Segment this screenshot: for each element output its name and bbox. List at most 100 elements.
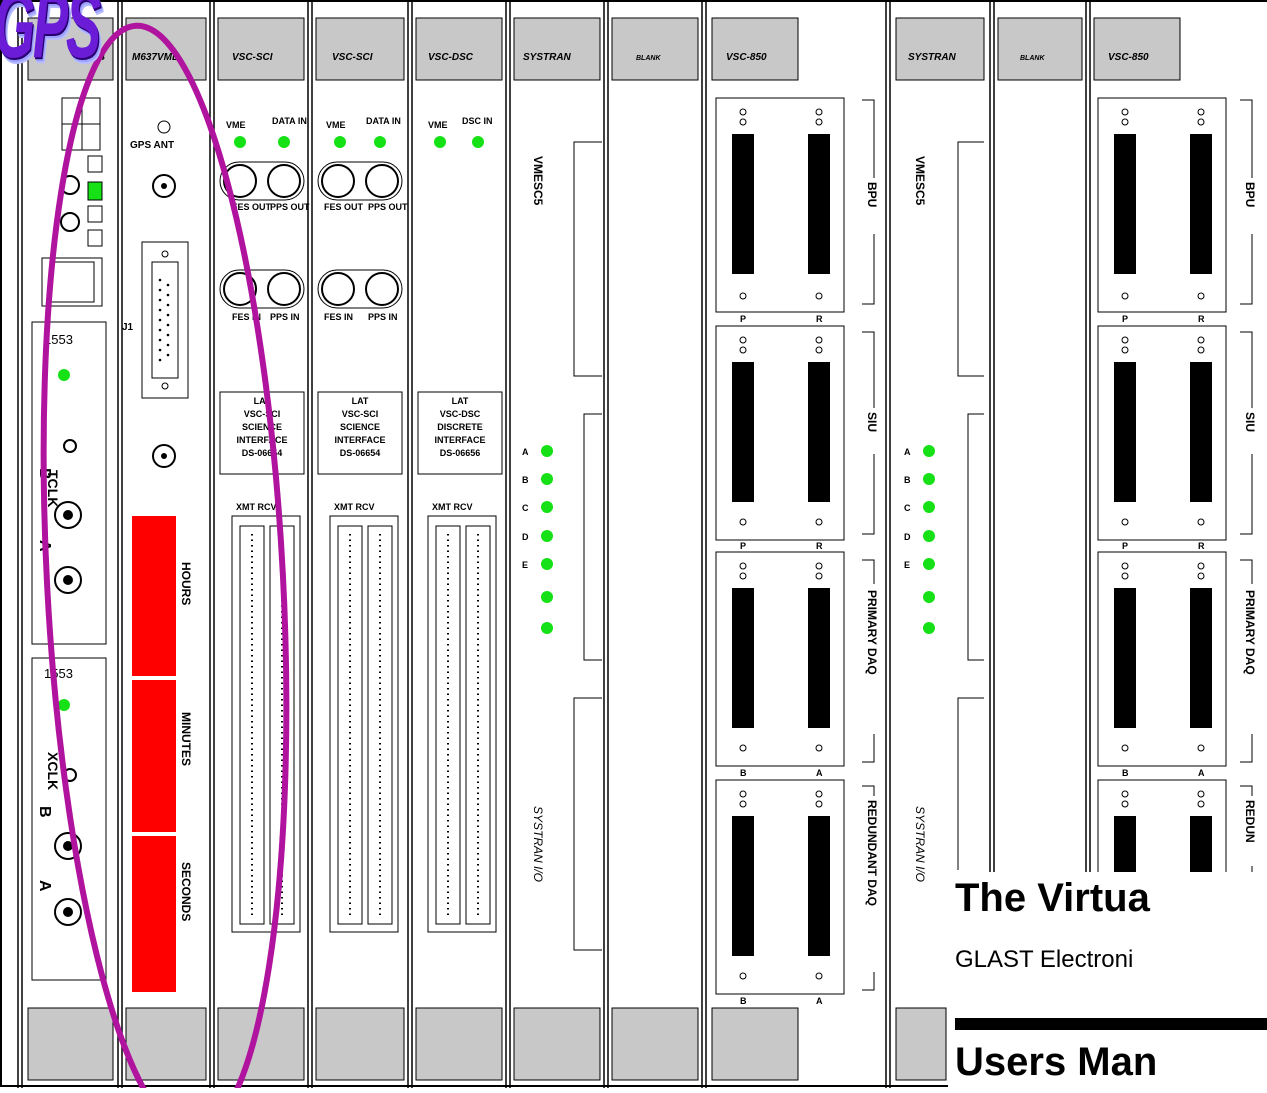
display-minutes bbox=[132, 680, 176, 832]
label-a-2: A bbox=[36, 880, 53, 892]
slot-header-4: VSC-SCI bbox=[332, 52, 373, 63]
label-hours: HOURS bbox=[179, 562, 193, 605]
systran1-vmesc5: VMESC5 bbox=[531, 156, 545, 206]
v2-siu-label: SIU bbox=[1243, 412, 1257, 432]
footer-plates bbox=[27, 1007, 947, 1081]
label-gps-ant: GPS ANT bbox=[130, 140, 174, 151]
display-hours bbox=[132, 516, 176, 676]
svg-text:E: E bbox=[522, 560, 528, 570]
sci2-data-in: DATA IN bbox=[366, 116, 401, 126]
sci1-box-l5: DS-06654 bbox=[242, 448, 283, 458]
sci2-fes-out: FES OUT bbox=[324, 202, 364, 212]
dsc-box-l4: INTERFACE bbox=[434, 435, 485, 445]
svg-text:A: A bbox=[904, 447, 911, 457]
sci1-xmt-rcv: XMT RCV bbox=[236, 502, 277, 512]
v2-bpu-right: R bbox=[1198, 314, 1205, 324]
document-overlay bbox=[948, 872, 1267, 1092]
label-minutes: MINUTES bbox=[179, 712, 193, 766]
systran2-io: SYSTRAN I/O bbox=[913, 806, 927, 882]
v2-bpu-left: P bbox=[1122, 314, 1128, 324]
dsc-xmt-rcv: XMT RCV bbox=[432, 502, 473, 512]
vsc850-card-2: P R P R B A BPU SIU PRIMARY DAQ REDUN bbox=[1097, 97, 1260, 881]
sci2-vme: VME bbox=[326, 120, 346, 130]
svg-text:D: D bbox=[904, 532, 911, 542]
v1-pdaq-left: B bbox=[740, 768, 747, 778]
slot-headers: -4 M637VME VSC-SCI VSC-SCI VSC-DSC SYSTR… bbox=[96, 52, 1149, 63]
dsc-box-l1: LAT bbox=[452, 396, 469, 406]
sci2-pps-in: PPS IN bbox=[368, 312, 398, 322]
display-seconds bbox=[132, 836, 176, 992]
label-tclk: TCLK bbox=[45, 470, 61, 507]
label-1553-a: 1553 bbox=[44, 332, 73, 347]
led-1553-a bbox=[58, 369, 70, 381]
v1-rdaq-left: B bbox=[740, 996, 747, 1006]
slot-header-2: M637VME bbox=[132, 52, 179, 63]
slot-header-3: VSC-SCI bbox=[232, 52, 273, 63]
label-1553-b: 1553 bbox=[44, 666, 73, 681]
sci2-box-l5: DS-06654 bbox=[340, 448, 381, 458]
sci1-box-l4: INTERFACE bbox=[236, 435, 287, 445]
systran2-vmesc5: VMESC5 bbox=[913, 156, 927, 206]
document-divider bbox=[955, 1018, 1267, 1030]
dsc-box-l2: VSC-DSC bbox=[440, 409, 481, 419]
slot-header-11: VSC-850 bbox=[1108, 52, 1149, 63]
dsc-box-l3: DISCRETE bbox=[437, 422, 483, 432]
m637vme-card: GPS ANT J1 HOURS MINUTES SECONDS bbox=[122, 120, 193, 992]
svg-text:A: A bbox=[522, 447, 529, 457]
v1-siu-right: R bbox=[816, 541, 823, 551]
sci1-box-l3: SCIENCE bbox=[242, 422, 282, 432]
label-b-2: B bbox=[36, 806, 53, 818]
sci1-fes-in: FES IN bbox=[232, 312, 261, 322]
sci2-xmt-rcv: XMT RCV bbox=[334, 502, 375, 512]
v1-bpu-left: P bbox=[740, 314, 746, 324]
sci2-box-l1: LAT bbox=[352, 396, 369, 406]
vsc-dsc-card: VME DSC IN LAT VSC-DSC DISCRETE INTERFAC… bbox=[417, 116, 503, 933]
svg-text:D: D bbox=[522, 532, 529, 542]
sci2-box-l4: INTERFACE bbox=[334, 435, 385, 445]
v1-pdaq-label: PRIMARY DAQ bbox=[865, 590, 879, 675]
slot-header-10: BLANK bbox=[1020, 55, 1045, 62]
label-xclk: XCLK bbox=[45, 752, 61, 790]
v2-siu-right: R bbox=[1198, 541, 1205, 551]
systran-card-1: VMESC5 SYSTRAN I/O A B C D E bbox=[522, 141, 602, 951]
sci1-pps-out: PPS OUT bbox=[270, 202, 310, 212]
highlight-ellipse bbox=[40, 22, 290, 1093]
svg-text:B: B bbox=[522, 475, 529, 485]
gps-logo: GPS bbox=[0, 0, 101, 78]
v2-siu-left: P bbox=[1122, 541, 1128, 551]
v2-pdaq-right: A bbox=[1198, 768, 1205, 778]
vsc-sci-card-1: VME DATA IN FES OUT PPS OUT FES IN PPS I… bbox=[219, 116, 310, 933]
vsc-sci-card-2: VME DATA IN FES OUT PPS OUT FES IN PPS I… bbox=[317, 116, 408, 933]
systran2-leds: A B C D E bbox=[904, 445, 935, 634]
label-j1: J1 bbox=[122, 322, 134, 333]
slot-header-9: SYSTRAN bbox=[908, 52, 957, 63]
sci1-box-l2: VSC-SCI bbox=[244, 409, 281, 419]
systran1-io: SYSTRAN I/O bbox=[531, 806, 545, 882]
v1-siu-left: P bbox=[740, 541, 746, 551]
v1-rdaq-right: A bbox=[816, 996, 823, 1006]
gps-status-led bbox=[87, 181, 103, 201]
sci1-fes-out: FES OUT bbox=[232, 202, 272, 212]
v2-pdaq-left: B bbox=[1122, 768, 1129, 778]
slot-header-7: BLANK bbox=[636, 55, 661, 62]
dsc-box-l5: DS-06656 bbox=[440, 448, 481, 458]
v1-siu-label: SIU bbox=[865, 412, 879, 432]
svg-text:E: E bbox=[904, 560, 910, 570]
sci1-pps-in: PPS IN bbox=[270, 312, 300, 322]
document-title: The Virtua bbox=[955, 876, 1150, 920]
svg-text:C: C bbox=[904, 503, 911, 513]
v1-bpu-right: R bbox=[816, 314, 823, 324]
sci1-data-in: DATA IN bbox=[272, 116, 307, 126]
sci1-vme: VME bbox=[226, 120, 246, 130]
document-manual-title: Users Man bbox=[955, 1040, 1158, 1084]
dsc-dsc-in: DSC IN bbox=[462, 116, 493, 126]
document-subtitle: GLAST Electroni bbox=[955, 946, 1134, 973]
v2-pdaq-label: PRIMARY DAQ bbox=[1243, 590, 1257, 675]
slot-header-5: VSC-DSC bbox=[428, 52, 474, 63]
svg-text:C: C bbox=[522, 503, 529, 513]
sci2-fes-in: FES IN bbox=[324, 312, 353, 322]
label-seconds: SECONDS bbox=[179, 862, 193, 921]
v1-bpu-label: BPU bbox=[865, 182, 879, 207]
